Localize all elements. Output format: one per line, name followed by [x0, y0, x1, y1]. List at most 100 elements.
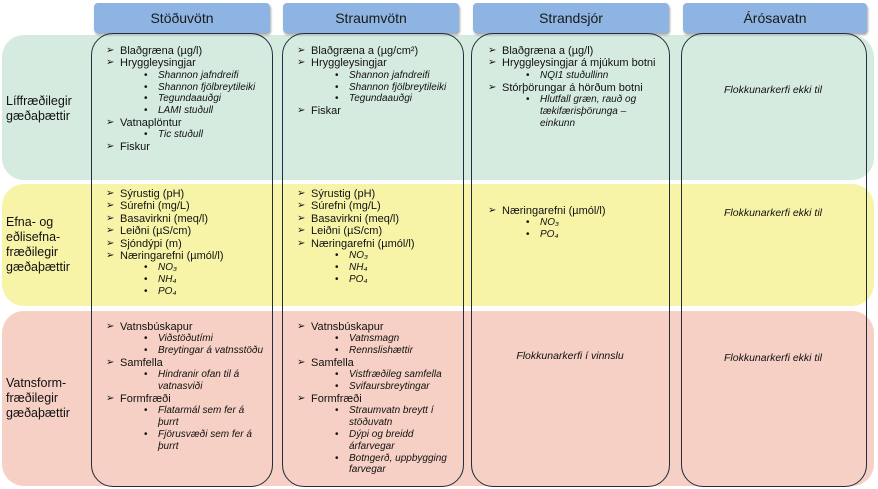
- sub-criteria-group: Shannon jafndreifiShannon fjölbreytileik…: [106, 70, 266, 117]
- criterion-label: Hryggleysingjar: [311, 57, 387, 70]
- sub-criterion-item: Tic stuðull: [106, 129, 266, 141]
- cell-chem-lakes: Sýrustig (pH)Súrefni (mg/L)Basavirkni (m…: [106, 188, 266, 298]
- criteria-list: VatnsbúskapurViðstöðutímiBreytingar á va…: [106, 321, 266, 453]
- criterion-label: Samfella: [120, 357, 163, 369]
- sub-criterion-item: NH₄: [297, 262, 457, 274]
- criterion-label: Sýrustig (pH): [311, 188, 376, 200]
- sub-criterion-item: Svifaursbreytingar: [297, 381, 457, 393]
- criterion-label: Blaðgræna (µg/l): [120, 45, 203, 57]
- sub-criterion-item: Vistfræðileg samfella: [297, 369, 457, 381]
- sub-criterion-item: LAMI stuðull: [106, 105, 266, 117]
- sub-criterion-item: Flatarmál sem fer á þurrt: [106, 405, 266, 429]
- criterion-item: Hryggleysingjar: [106, 57, 266, 70]
- sub-criterion-item: Shannon fjölbreytileiki: [106, 82, 266, 94]
- sub-criteria-list: Straumvatn breytt í stöðuvatnDýpi og bre…: [297, 405, 457, 476]
- sub-criteria-group: NO₃NH₄PO₄: [106, 262, 266, 297]
- sub-criterion-item: NO₃: [488, 217, 663, 229]
- criterion-label: Stórþörungar á hörðum botni: [502, 81, 643, 94]
- criterion-label: Blaðgræna a (µg/l): [502, 45, 594, 57]
- criterion-item: Næringarefni (µmól/l): [488, 205, 663, 218]
- sub-criterion-item: PO₄: [106, 286, 266, 298]
- criterion-item: Næringarefni (µmól/l): [106, 250, 266, 263]
- sub-criteria-group: Vistfræðileg samfellaSvifaursbreytingar: [297, 369, 457, 393]
- sub-criterion-item: NQI1 stuðullinn: [488, 70, 663, 82]
- sub-criteria-group: NO₃NH₄PO₄: [297, 250, 457, 285]
- cell-form-lakes: VatnsbúskapurViðstöðutímiBreytingar á va…: [106, 321, 266, 453]
- criterion-item: Vatnaplöntur: [106, 117, 266, 130]
- sub-criterion-item: Rennslishættir: [297, 345, 457, 357]
- sub-criteria-group: NQI1 stuðullinn: [488, 70, 663, 82]
- sub-criterion-item: Shannon jafndreifi: [106, 70, 266, 82]
- row-label-hydromorphological: Vatnsform-fræðilegir gæðaþættir: [6, 376, 70, 420]
- criterion-item: Sýrustig (pH): [106, 188, 266, 201]
- cell-chem-transitional: Flokkunarkerfi ekki til: [723, 207, 823, 219]
- criterion-item: Basavirkni (meq/l): [106, 213, 266, 226]
- criterion-item: Blaðgræna a (µg/cm²): [297, 45, 457, 58]
- sub-criteria-group: VatnsmagnRennslishættir: [297, 333, 457, 357]
- header-rivers: Straumvötn: [283, 3, 459, 33]
- criterion-label: Næringarefni (µmól/l): [502, 205, 606, 217]
- sub-criterion-item: Viðstöðutími: [106, 333, 266, 345]
- criterion-label: Fiskar: [311, 105, 341, 118]
- sub-criteria-group: Hindranir ofan til á vatnasviði: [106, 369, 266, 393]
- sub-criteria-list: ViðstöðutímiBreytingar á vatnsstöðu: [106, 333, 266, 357]
- sub-criterion-item: Tegundaauðgi: [297, 93, 457, 105]
- cell-bio-lakes: Blaðgræna (µg/l)HryggleysingjarShannon j…: [106, 45, 266, 154]
- sub-criterion-item: NO₃: [106, 262, 266, 274]
- sub-criterion-item: PO₄: [297, 274, 457, 286]
- sub-criterion-item: NO₃: [297, 250, 457, 262]
- criteria-list: VatnsbúskapurVatnsmagnRennslishættirSamf…: [297, 321, 457, 476]
- criterion-label: Fiskur: [120, 141, 150, 154]
- criterion-label: Súrefni (mg/L): [120, 200, 190, 213]
- sub-criteria-list: NO₃PO₄: [488, 217, 663, 241]
- sub-criteria-list: NQI1 stuðullinn: [488, 70, 663, 82]
- criterion-label: Vatnsbúskapur: [311, 321, 384, 333]
- criterion-item: Formfræði: [106, 393, 266, 406]
- criteria-list: Næringarefni (µmól/l)NO₃PO₄: [488, 205, 663, 241]
- criterion-label: Næringarefni (µmól/l): [311, 237, 415, 250]
- sub-criteria-list: NO₃NH₄PO₄: [297, 250, 457, 285]
- sub-criterion-item: PO₄: [488, 229, 663, 241]
- sub-criteria-group: NO₃PO₄: [488, 217, 663, 241]
- sub-criteria-list: Tic stuðull: [106, 129, 266, 141]
- criterion-item: Vatnsbúskapur: [297, 321, 457, 334]
- cell-chem-coastal: Næringarefni (µmól/l)NO₃PO₄: [488, 205, 663, 241]
- header-transitional: Árósavatn: [683, 3, 867, 33]
- sub-criteria-list: Hlutfall græn, rauð og tækifærisþörunga …: [488, 94, 663, 129]
- criterion-item: Blaðgræna a (µg/l): [488, 45, 663, 58]
- criterion-item: Fiskur: [106, 141, 266, 154]
- criterion-label: Hryggleysingjar á mjúkum botni: [502, 57, 656, 70]
- column-frame-lakes: [91, 33, 273, 487]
- sub-criteria-list: Hindranir ofan til á vatnasviði: [106, 369, 266, 393]
- criterion-item: Samfella: [106, 357, 266, 370]
- cell-chem-rivers: Sýrustig (pH)Súrefni (mg/L)Basavirkni (m…: [297, 188, 457, 285]
- sub-criterion-item: Botngerð, uppbygging farvegar: [297, 453, 457, 477]
- criterion-label: Blaðgræna a (µg/cm²): [311, 45, 419, 57]
- criteria-list: Blaðgræna a (µg/l)Hryggleysingjar á mjúk…: [488, 45, 663, 129]
- criterion-label: Leiðni (µS/cm): [311, 225, 383, 238]
- sub-criteria-list: Flatarmál sem fer á þurrtFjörusvæði sem …: [106, 405, 266, 452]
- cell-form-coastal: Flokkunarkerfi í vinnslu: [516, 350, 624, 362]
- criterion-item: Súrefni (mg/L): [106, 200, 266, 213]
- sub-criterion-item: Shannon jafndreifi: [297, 70, 457, 82]
- criterion-item: Blaðgræna (µg/l): [106, 45, 266, 58]
- criterion-label: Formfræði: [120, 393, 171, 405]
- criteria-list: Blaðgræna (µg/l)HryggleysingjarShannon j…: [106, 45, 266, 154]
- column-frame-coastal: [471, 33, 670, 487]
- header-lakes: Stöðuvötn: [94, 3, 270, 33]
- criterion-item: Formfræði: [297, 393, 457, 406]
- sub-criterion-item: Tegundaauðgi: [106, 93, 266, 105]
- sub-criteria-list: Shannon jafndreifiShannon fjölbreytileik…: [106, 70, 266, 117]
- criterion-label: Næringarefni (µmól/l): [120, 250, 224, 263]
- criterion-label: Formfræði: [311, 393, 362, 405]
- row-label-chemical: Efna- og eðlisefna-fræðilegir gæðaþættir: [6, 215, 70, 274]
- criterion-item: Samfella: [297, 357, 457, 370]
- criteria-list: Blaðgræna a (µg/cm²)HryggleysingjarShann…: [297, 45, 457, 118]
- sub-criterion-item: Vatnsmagn: [297, 333, 457, 345]
- criterion-item: Hryggleysingjar: [297, 57, 457, 70]
- criterion-item: Sjóndýpi (m): [106, 237, 266, 251]
- sub-criteria-list: VatnsmagnRennslishættir: [297, 333, 457, 357]
- criterion-item: Leiðni (µS/cm): [297, 225, 457, 238]
- criterion-label: Sjóndýpi (m): [120, 237, 182, 250]
- sub-criteria-list: Shannon jafndreifiShannon fjölbreytileik…: [297, 70, 457, 105]
